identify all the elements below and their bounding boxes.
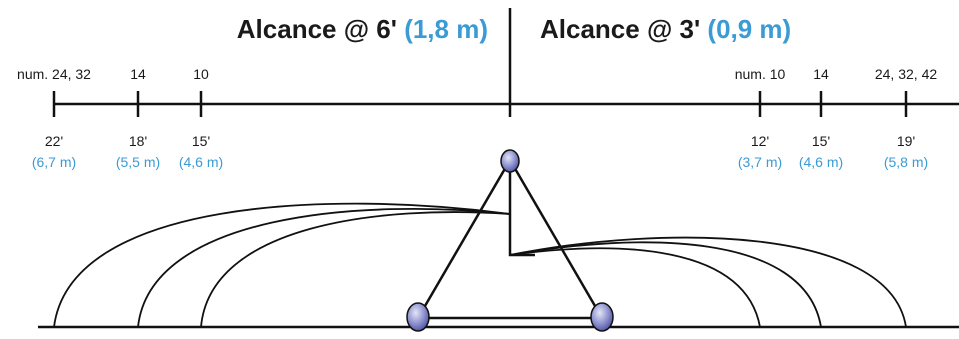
left-distance-m: (4,6 m) bbox=[179, 154, 223, 170]
spray-arc-right-19ft bbox=[509, 236, 907, 328]
left-distance-m: (5,5 m) bbox=[116, 154, 160, 170]
right-distance-m: (4,6 m) bbox=[799, 154, 843, 170]
tripod-foot-right bbox=[590, 302, 614, 332]
spray-arc-left-15ft bbox=[200, 211, 511, 328]
left-distance-m: (6,7 m) bbox=[32, 154, 76, 170]
left-title: Alcance @ 6' (1,8 m) bbox=[237, 14, 488, 44]
spray-arc-right-15ft bbox=[509, 241, 822, 328]
right-title: Alcance @ 3' (0,9 m) bbox=[540, 14, 791, 44]
right-gauge-label: num. 10 bbox=[735, 66, 786, 82]
spray-arc-right-12ft bbox=[509, 247, 761, 328]
right-distance-m: (3,7 m) bbox=[738, 154, 782, 170]
right-distance-m: (5,8 m) bbox=[884, 154, 928, 170]
right-gauge-label: 14 bbox=[813, 66, 829, 82]
right-distance-ft: 12' bbox=[751, 133, 769, 149]
spray-arc-left-18ft bbox=[137, 208, 511, 328]
right-distance-ft: 19' bbox=[897, 133, 915, 149]
spray-arc-left-22ft bbox=[53, 202, 511, 328]
right-distance-ft: 15' bbox=[812, 133, 830, 149]
riser-stem bbox=[508, 170, 535, 257]
left-distance-ft: 22' bbox=[45, 133, 63, 149]
left-distance-ft: 18' bbox=[129, 133, 147, 149]
left-gauge-label: 14 bbox=[130, 66, 146, 82]
tripod-frame bbox=[415, 157, 605, 320]
tripod-foot-left bbox=[406, 302, 430, 332]
sprinkler-head bbox=[500, 149, 520, 173]
left-gauge-label: num. 24, 32 bbox=[17, 66, 91, 82]
left-distance-ft: 15' bbox=[192, 133, 210, 149]
left-gauge-label: 10 bbox=[193, 66, 209, 82]
right-gauge-label: 24, 32, 42 bbox=[875, 66, 937, 82]
